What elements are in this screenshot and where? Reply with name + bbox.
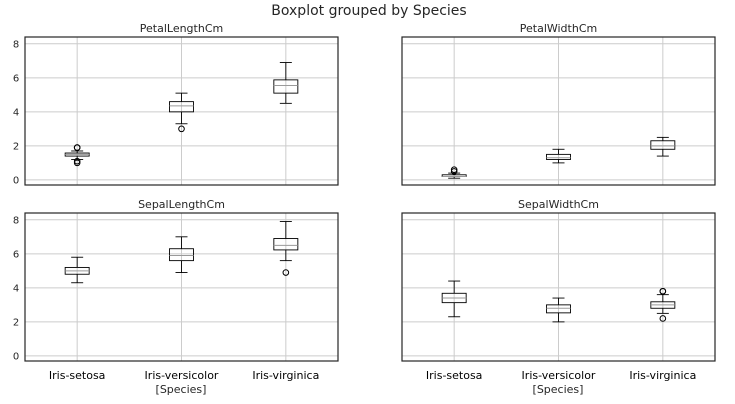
box-iris-setosa	[441, 166, 467, 179]
subplot-petalwidthcm: PetalWidthCm	[401, 22, 716, 186]
box-iris-versicolor	[169, 236, 194, 273]
y-tick-label: 2	[13, 317, 19, 328]
box-iris-versicolor	[169, 92, 194, 133]
y-tick-label: 4	[13, 283, 19, 294]
subplot-title: SepalWidthCm	[518, 198, 599, 211]
y-tick-label: 4	[13, 107, 19, 118]
iqr-box	[273, 238, 299, 251]
box-iris-versicolor	[546, 148, 571, 164]
y-tick-label: 0	[13, 175, 19, 186]
box-iris-setosa	[64, 256, 90, 284]
outlier-point	[659, 315, 667, 322]
box-iris-virginica	[650, 136, 676, 157]
iqr-box	[169, 248, 194, 262]
subplot-title: PetalLengthCm	[140, 22, 223, 35]
outlier-point	[73, 157, 81, 165]
figure-title: Boxplot grouped by Species	[271, 3, 466, 19]
outlier-point	[450, 166, 458, 173]
x-tick-label: Iris-virginica	[629, 369, 696, 382]
box-iris-setosa	[441, 280, 467, 318]
box-iris-versicolor	[546, 297, 571, 323]
outlier-point	[282, 269, 290, 276]
outlier-point	[659, 287, 667, 295]
box-iris-virginica	[273, 62, 299, 104]
y-tick-label: 6	[13, 73, 19, 84]
y-tick-label: 6	[13, 249, 19, 260]
box-iris-virginica	[650, 287, 676, 322]
y-tick-label: 8	[13, 39, 19, 50]
iqr-box	[169, 101, 194, 113]
subplot-title: PetalWidthCm	[520, 22, 597, 35]
axes-frame	[401, 212, 716, 362]
iqr-box	[273, 79, 299, 94]
x-tick-label: Iris-versicolor	[522, 369, 596, 382]
box-iris-setosa	[64, 144, 90, 167]
x-tick-label: Iris-setosa	[426, 369, 483, 382]
x-tick-label: Iris-setosa	[49, 369, 106, 382]
iqr-box	[546, 304, 571, 314]
outlier-point	[73, 144, 81, 151]
subplot-grid: PetalLengthCm 0 2 4 6 8 PetalWidthCmSepalLengt…	[13, 22, 716, 382]
axes-frame	[24, 36, 339, 186]
iqr-box	[650, 140, 676, 150]
y-tick-label: 0	[13, 351, 19, 362]
outlier-point	[178, 125, 185, 133]
x-axis-label-left: [Species]	[156, 383, 207, 396]
x-axis-label-right: [Species]	[533, 383, 584, 396]
subplot-title: SepalLengthCm	[138, 198, 225, 211]
x-tick-label: Iris-versicolor	[145, 369, 219, 382]
iqr-box	[546, 153, 571, 160]
axes-frame	[401, 36, 716, 186]
x-tick-label: Iris-virginica	[252, 369, 319, 382]
axes-frame	[24, 212, 339, 362]
subplot-petallengthcm: PetalLengthCm 0 2 4 6 8	[13, 22, 339, 186]
box-iris-virginica	[273, 221, 299, 276]
y-tick-label: 8	[13, 215, 19, 226]
y-tick-label: 2	[13, 141, 19, 152]
